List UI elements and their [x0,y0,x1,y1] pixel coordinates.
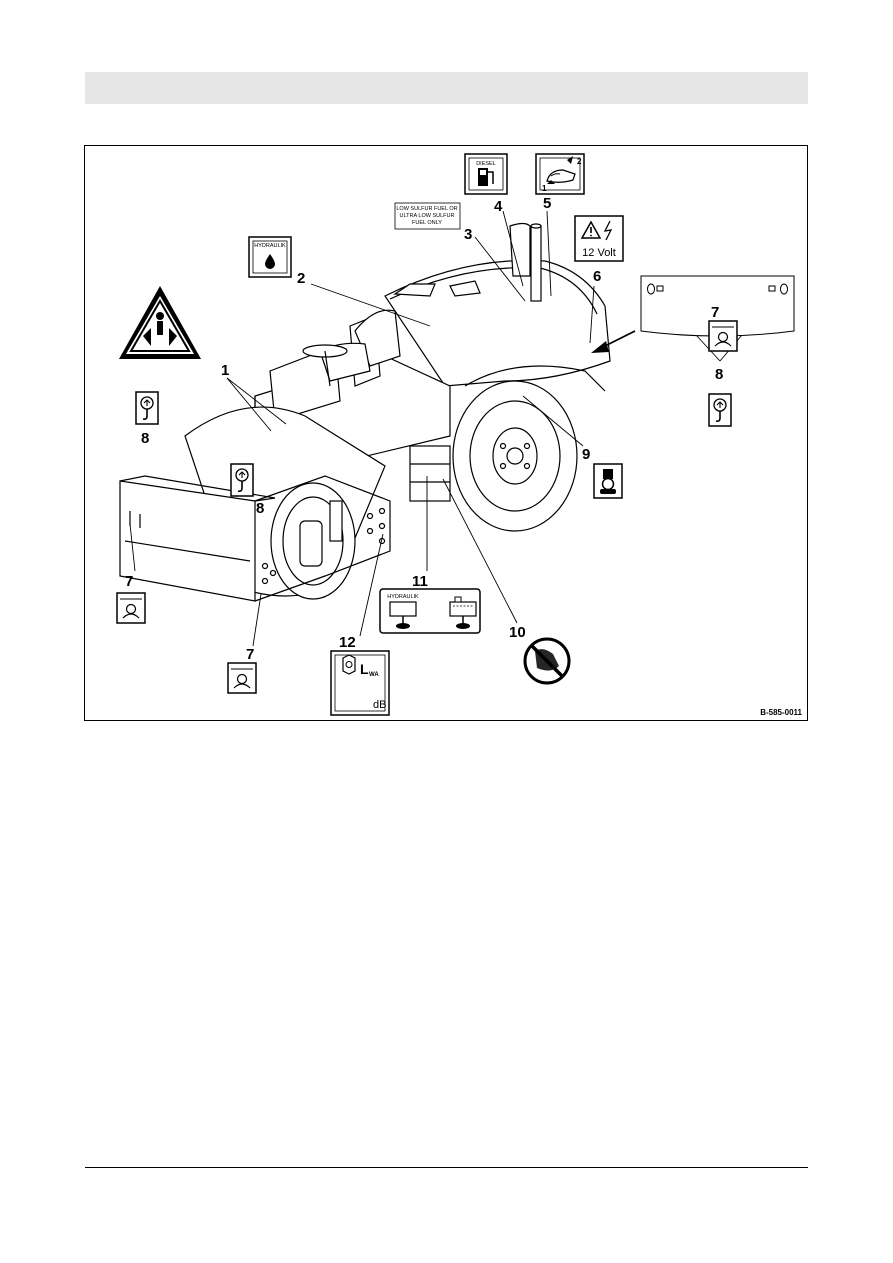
crush-hazard-warning-icon [119,286,201,359]
hydraulic-level-decal-icon [379,588,481,634]
tie-down-point-icon [116,592,146,624]
volt-label: 12 Volt [582,247,616,259]
callout-12: 12 [339,634,356,651]
callout-1: 1 [221,362,229,379]
fuel-label-line-3: FUEL ONLY [412,220,442,226]
low-sulfur-fuel-label [394,202,461,230]
callout-8-detail: 8 [715,366,723,383]
lifting-point-icon [135,391,159,425]
header-bar [85,72,808,104]
callout-7-bottom: 7 [246,646,254,663]
tie-down-point-icon [227,662,257,694]
sound-power-level-decal-icon [330,650,390,716]
diesel-fuel-decal-icon [464,153,508,195]
figure-reference-code: B-585-0011 [760,708,802,717]
oil-level-decal-icon [593,463,623,499]
callout-2: 2 [297,270,305,287]
hydraulik-level-label: HYDRAULIK [387,594,419,600]
hydraulik-oil-label: HYDRAULIK [254,243,286,249]
roller-illustration [119,222,611,602]
tie-down-point-icon [708,320,738,352]
callout-6: 6 [593,268,601,285]
lwa-label: L [360,661,369,677]
lifting-point-icon [230,463,254,497]
callout-9: 9 [582,446,590,463]
fuel-label-line-1: LOW SULFUR FUEL OR [396,206,457,212]
diesel-label: DIESEL [476,161,496,167]
callout-4: 4 [494,198,503,215]
callout-3: 3 [464,226,472,243]
callout-5: 5 [543,195,551,212]
battery-12v-decal-icon [574,215,624,262]
hand-lever-decal-icon [535,153,585,195]
db-label: dB [373,699,386,711]
no-high-pressure-cleaning-icon [523,637,571,685]
callout-10: 10 [509,624,526,641]
callout-8-frame: 8 [141,430,149,447]
footer-rule [85,1167,808,1168]
detail-arrow [591,330,636,353]
hand-decal-one: 1 [542,184,547,193]
hand-decal-two: 2 [577,157,582,166]
callout-11: 11 [412,573,428,590]
lifting-point-icon [708,393,732,427]
fuel-label-line-2: ULTRA LOW SULFUR [400,213,455,219]
hydraulic-oil-decal-icon [248,236,292,278]
lwa-subscript: WA [369,672,379,678]
machine-decal-figure: HYDRAULIK DIESEL LOW SULFUR FUEL OR ULTR… [84,145,808,721]
callout-7-left: 7 [125,573,133,590]
callout-8-drum: 8 [256,500,264,517]
callout-7-detail: 7 [711,304,719,321]
